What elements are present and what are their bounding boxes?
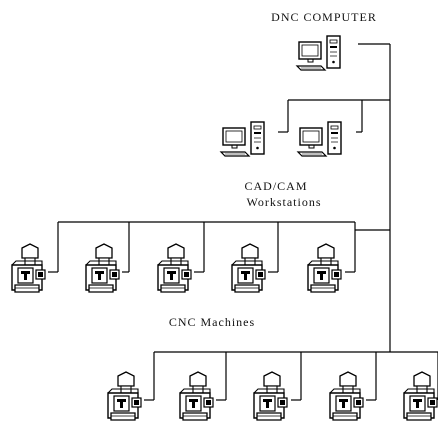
cnc-row-2-bus — [144, 351, 438, 401]
cad-cam-workstation-icon — [220, 121, 265, 157]
cnc-machine-icon — [85, 243, 120, 293]
cnc-machine-icon — [231, 243, 266, 293]
cnc-machines-label: CNC Machines — [169, 315, 255, 329]
cnc-row-1-bus — [48, 221, 356, 273]
dnc-computer-label: DNC COMPUTER — [271, 10, 377, 24]
workstations-label: Workstations — [246, 195, 321, 209]
network-backbone — [278, 43, 438, 353]
cnc-machine-icon — [329, 371, 364, 421]
cad-cam-label: CAD/CAM — [244, 179, 307, 193]
cnc-machine-icon — [307, 243, 342, 293]
dnc-computer-icon — [296, 35, 341, 71]
cnc-machine-icon — [253, 371, 288, 421]
cnc-machine-icon — [157, 243, 192, 293]
cad-cam-workstation-icon — [297, 121, 342, 157]
cnc-machine-icon — [11, 243, 46, 293]
cnc-machine-icon — [107, 371, 142, 421]
cnc-machine-icon — [403, 371, 438, 421]
cnc-machine-icon — [179, 371, 214, 421]
